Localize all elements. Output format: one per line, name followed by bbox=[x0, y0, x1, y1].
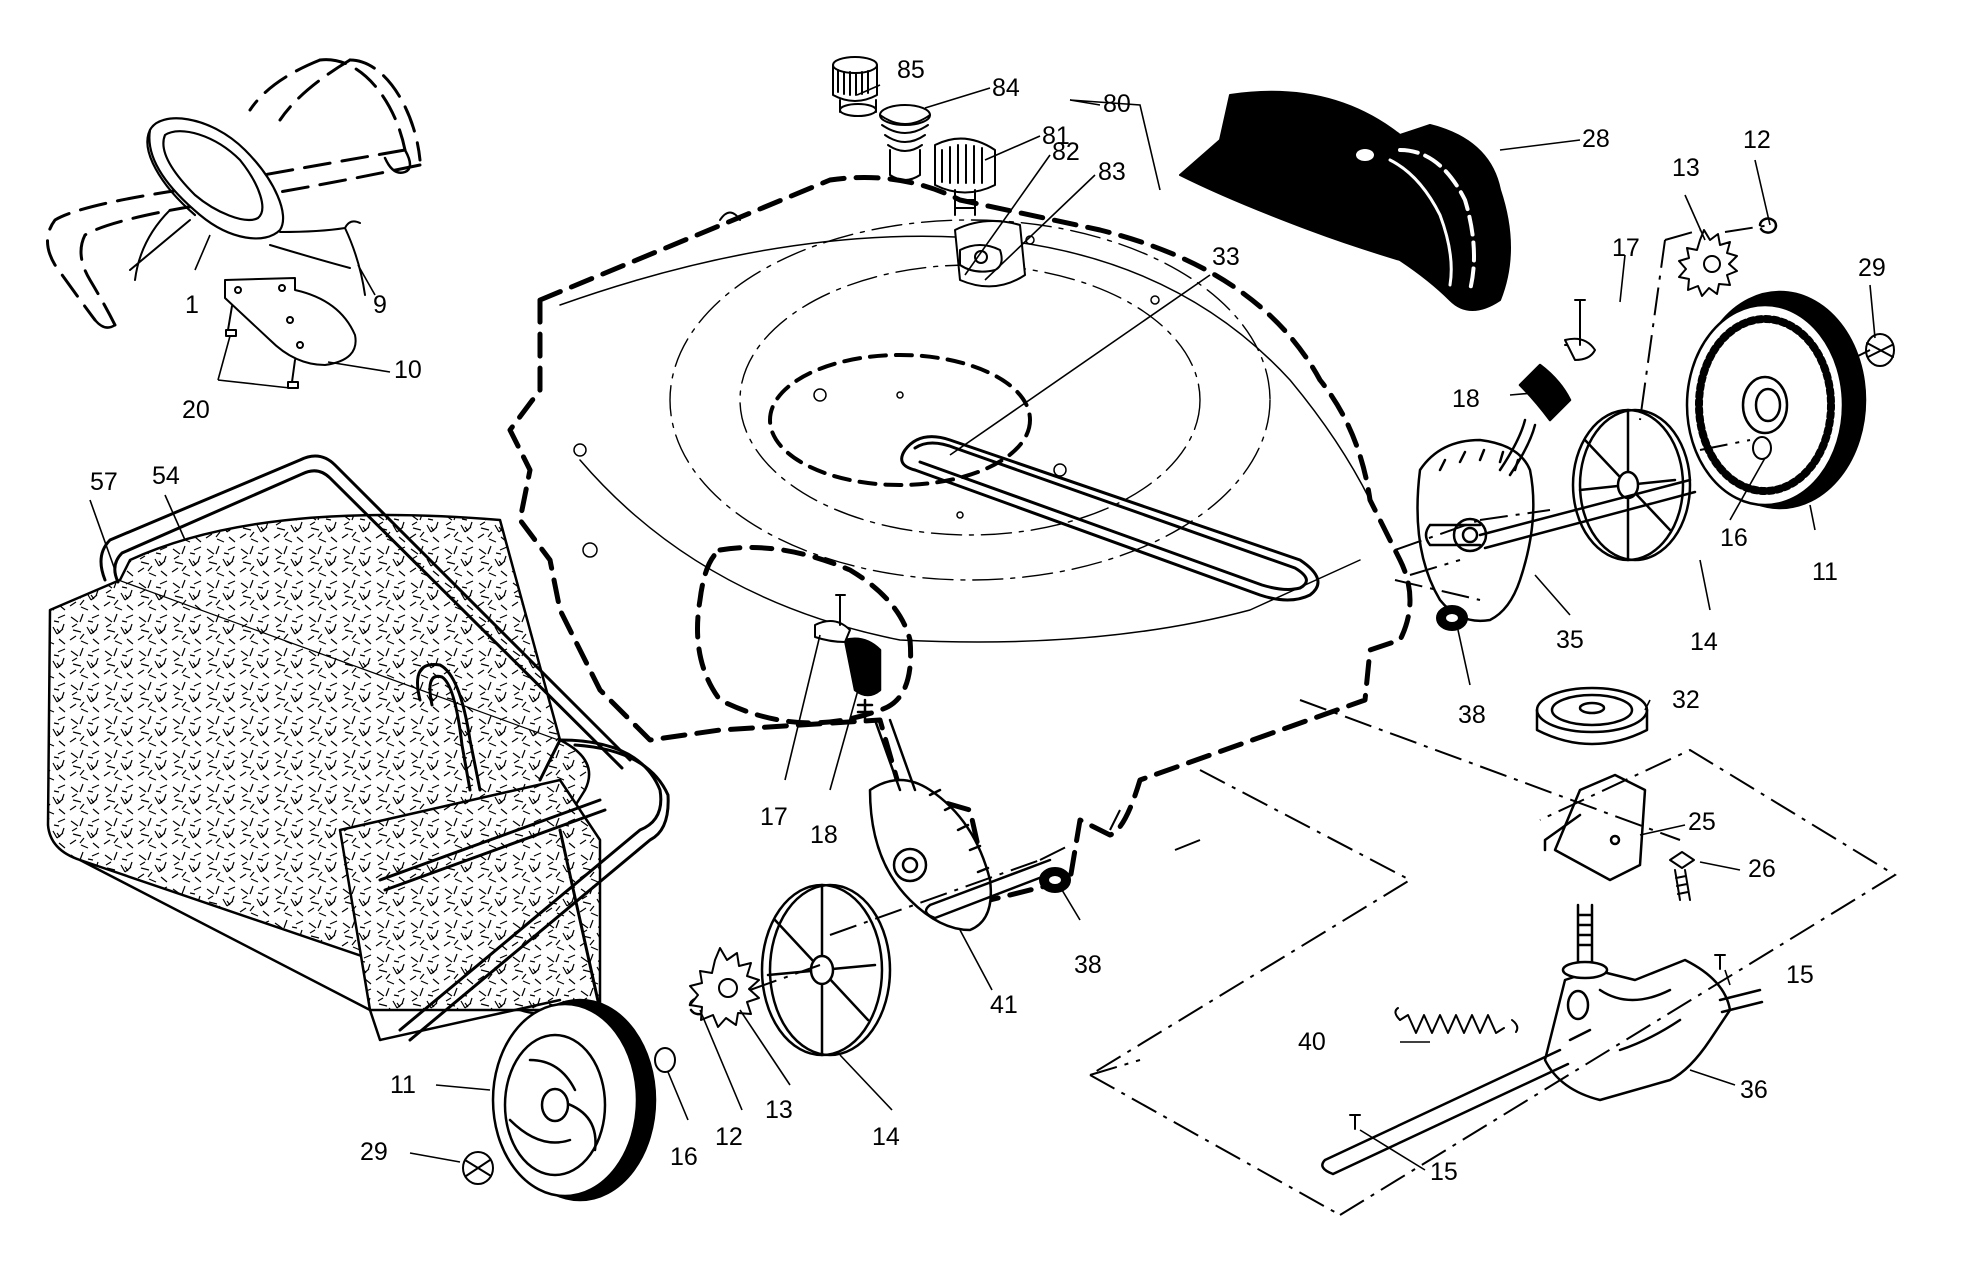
callout-82: 82 bbox=[1052, 138, 1080, 166]
callout-18-left: 18 bbox=[810, 821, 838, 849]
callout-28: 28 bbox=[1582, 125, 1610, 153]
callout-40: 40 bbox=[1298, 1028, 1326, 1056]
bag-frame bbox=[99, 454, 670, 1042]
transmission-36 bbox=[1543, 903, 1732, 1102]
deck bbox=[507, 175, 1413, 903]
pins-15 bbox=[1349, 954, 1726, 1130]
gear-13-right bbox=[1678, 229, 1738, 297]
control-cable bbox=[279, 220, 366, 296]
discharge-flap bbox=[1179, 90, 1511, 311]
assembly-outlines bbox=[749, 224, 1897, 1216]
leader-lines bbox=[89, 84, 1876, 1171]
grass-bag bbox=[46, 513, 602, 1042]
callout-18-right: 18 bbox=[1452, 385, 1480, 413]
callout-14-left: 14 bbox=[872, 1123, 900, 1151]
callout-16-right: 16 bbox=[1720, 524, 1748, 552]
callout-35: 35 bbox=[1556, 626, 1584, 654]
bracket-25 bbox=[1543, 773, 1647, 882]
spring-40 bbox=[1394, 1007, 1519, 1034]
gear-13-left bbox=[689, 947, 760, 1028]
callout-38-left: 38 bbox=[1074, 951, 1102, 979]
callout-17-top: 17 bbox=[1612, 234, 1640, 262]
hubcap-14-left bbox=[760, 883, 892, 1057]
axle-right bbox=[1478, 478, 1697, 550]
bail-lower-bar bbox=[269, 244, 351, 269]
callout-29-top: 29 bbox=[1858, 254, 1886, 282]
callout-11-right: 11 bbox=[1812, 558, 1838, 586]
callout-80: 80 bbox=[1103, 90, 1131, 118]
wheel-left bbox=[491, 998, 657, 1202]
fitting-81 bbox=[934, 137, 996, 216]
callout-15-left: 15 bbox=[1430, 1158, 1458, 1186]
grommet-83 bbox=[959, 244, 1003, 273]
wheel-right bbox=[1685, 290, 1867, 510]
callout-20: 20 bbox=[182, 396, 210, 424]
fitting-84 bbox=[879, 104, 931, 181]
callout-11-left: 11 bbox=[390, 1071, 416, 1099]
callout-85: 85 bbox=[897, 56, 925, 84]
callout-26: 26 bbox=[1748, 855, 1776, 883]
handle-upper bbox=[46, 58, 422, 327]
fill-cap-85 bbox=[832, 56, 878, 117]
handle-grip-curve bbox=[383, 148, 412, 174]
callout-10: 10 bbox=[394, 356, 422, 384]
callout-36: 36 bbox=[1740, 1076, 1768, 1104]
washer-16-left bbox=[654, 1047, 676, 1073]
nut-29-left bbox=[462, 1151, 494, 1185]
callout-38-right: 38 bbox=[1458, 701, 1486, 729]
axle-left bbox=[924, 858, 1057, 920]
clip-12-right bbox=[1758, 217, 1778, 234]
callout-12-left: 12 bbox=[715, 1123, 743, 1151]
callout-54: 54 bbox=[152, 462, 180, 490]
callout-29-left: 29 bbox=[360, 1138, 388, 1166]
callout-57: 57 bbox=[90, 468, 118, 496]
bail-wire-left bbox=[129, 209, 191, 281]
hubcap-14-right bbox=[1571, 408, 1692, 562]
shaft-stub-right bbox=[1718, 988, 1764, 1014]
callout-33: 33 bbox=[1212, 243, 1240, 271]
callout-81: 81 bbox=[1042, 122, 1070, 150]
bracket-plate bbox=[224, 277, 357, 366]
callout-32: 32 bbox=[1672, 686, 1700, 714]
callout-1: 1 bbox=[185, 291, 199, 319]
callout-25: 25 bbox=[1688, 808, 1716, 836]
callout-13-left: 13 bbox=[765, 1096, 793, 1124]
drive-belt bbox=[900, 435, 1320, 602]
height-adjuster-18-left bbox=[843, 637, 882, 724]
pivot-arm-35 bbox=[1416, 418, 1537, 623]
drive-shaft bbox=[1321, 1048, 1570, 1176]
callout-14-right: 14 bbox=[1690, 628, 1718, 656]
pulley-32 bbox=[1535, 686, 1649, 746]
knob-17-right bbox=[1564, 299, 1596, 361]
vent-plate-82 bbox=[954, 220, 1026, 288]
callout-12-top: 12 bbox=[1743, 126, 1771, 154]
bolt-26 bbox=[1669, 851, 1695, 901]
handle-lower-end bbox=[93, 318, 117, 329]
control-housing bbox=[146, 117, 285, 240]
callout-84: 84 bbox=[992, 74, 1020, 102]
callout-83: 83 bbox=[1098, 158, 1126, 186]
bearing-38-left bbox=[1039, 867, 1071, 893]
callout-9: 9 bbox=[373, 291, 387, 319]
callout-13-top: 13 bbox=[1672, 154, 1700, 182]
nut-29-right bbox=[1865, 333, 1895, 367]
callout-15-right: 15 bbox=[1786, 961, 1814, 989]
knob-17-left bbox=[814, 594, 851, 643]
callout-16-left: 16 bbox=[670, 1143, 698, 1171]
callout-17-left: 17 bbox=[760, 803, 788, 831]
bearing-38-right bbox=[1436, 605, 1468, 631]
callout-41: 41 bbox=[990, 991, 1018, 1019]
washer-16-right bbox=[1752, 436, 1772, 460]
screws-20 bbox=[225, 305, 299, 389]
